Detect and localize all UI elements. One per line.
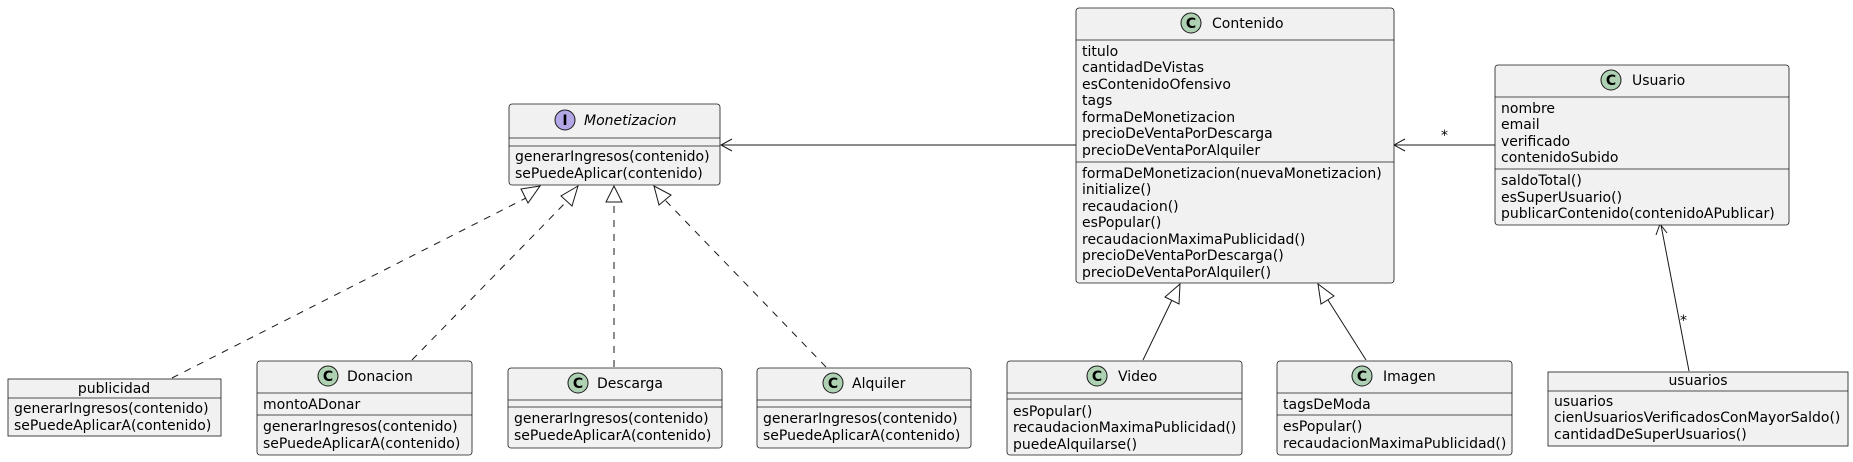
class-badge-icon: [567, 372, 589, 394]
attribute: precioDeVentaPorAlquiler: [1082, 143, 1260, 159]
class-title: Donacion: [347, 369, 413, 385]
multiplicity-usuario-contenido: *: [1441, 128, 1448, 144]
class-title: Usuario: [1632, 73, 1685, 89]
stereotype-label: C: [1186, 16, 1196, 32]
stereotype-label: C: [323, 369, 333, 385]
stereotype-label: C: [573, 376, 583, 392]
class-badge-icon: [1351, 365, 1373, 387]
class-badge-icon: [1600, 69, 1622, 91]
method: sePuedeAplicar(contenido): [515, 166, 703, 182]
method: cantidadDeSuperUsuarios(): [1554, 427, 1747, 443]
attribute: precioDeVentaPorDescarga: [1082, 126, 1273, 142]
method: sePuedeAplicarA(contenido): [514, 428, 711, 444]
method: recaudacionMaximaPublicidad(): [1013, 420, 1236, 436]
method: cienUsuariosVerificadosConMayorSaldo(): [1554, 410, 1840, 426]
method: precioDeVentaPorAlquiler(): [1082, 265, 1271, 281]
stereotype-label: C: [1357, 369, 1367, 385]
interface-badge-icon: [554, 109, 576, 131]
stereotype-label: C: [1606, 73, 1616, 89]
attribute: nombre: [1501, 101, 1555, 117]
generalization-imagen: [1317, 282, 1367, 361]
multiplicity-usuarios-usuario: *: [1680, 313, 1687, 329]
method: precioDeVentaPorDescarga(): [1082, 248, 1284, 264]
class-title: Imagen: [1383, 369, 1436, 385]
attribute: contenidoSubido: [1501, 150, 1618, 166]
attribute: esContenidoOfensivo: [1082, 77, 1231, 93]
class-alquiler[interactable]: C Alquiler generarIngresos(contenido) se…: [756, 367, 972, 449]
method: usuarios: [1554, 394, 1613, 410]
class-title: Video: [1118, 369, 1157, 385]
method: generarIngresos(contenido): [763, 411, 958, 427]
stereotype-label: I: [562, 113, 567, 129]
method: esPopular(): [1283, 419, 1362, 435]
method: generarIngresos(contenido): [14, 401, 209, 417]
object-usuarios[interactable]: usuarios usuarios cienUsuariosVerificado…: [1547, 371, 1849, 447]
class-badge-icon: [1086, 365, 1108, 387]
class-title: Contenido: [1212, 16, 1284, 32]
class-title: Monetizacion: [584, 113, 676, 129]
method: saldoTotal(): [1501, 173, 1582, 189]
class-contenido[interactable]: C Contenido titulo cantidadDeVistas esCo…: [1075, 7, 1395, 284]
method: sePuedeAplicarA(contenido): [263, 436, 460, 452]
object-title: publicidad: [78, 381, 150, 397]
class-title: Alquiler: [852, 376, 906, 392]
attribute: email: [1501, 117, 1540, 133]
class-title: Descarga: [597, 376, 663, 392]
realization-descarga: [605, 184, 623, 367]
method: sePuedeAplicarA(contenido): [763, 428, 960, 444]
generalization-video: [1142, 282, 1181, 361]
class-badge-icon: [822, 372, 844, 394]
class-video[interactable]: C Video esPopular() recaudacionMaximaPub…: [1006, 360, 1243, 456]
realization-donacion: [411, 184, 579, 361]
method: initialize(): [1082, 182, 1151, 198]
method: esSuperUsuario(): [1501, 190, 1622, 206]
method: generarIngresos(contenido): [514, 411, 709, 427]
stereotype-label: C: [828, 376, 838, 392]
attribute: cantidadDeVistas: [1082, 60, 1204, 76]
attribute: tagsDeModa: [1283, 397, 1371, 413]
stereotype-label: C: [1092, 369, 1102, 385]
realization-publicidad: [171, 185, 542, 379]
method: esPopular(): [1082, 215, 1161, 231]
method: generarIngresos(contenido): [515, 149, 710, 165]
class-donacion[interactable]: C Donacion montoADonar generarIngresos(c…: [256, 360, 473, 456]
attribute: formaDeMonetizacion: [1082, 110, 1235, 126]
class-imagen[interactable]: C Imagen tagsDeModa esPopular() recaudac…: [1276, 360, 1513, 456]
relation-usuarios-usuario: *: [1655, 222, 1690, 372]
attribute: titulo: [1082, 44, 1118, 60]
method: formaDeMonetizacion(nuevaMonetizacion): [1082, 166, 1382, 182]
class-badge-icon: [1180, 12, 1202, 34]
attribute: tags: [1082, 93, 1112, 109]
method: recaudacionMaximaPublicidad(): [1283, 436, 1506, 452]
method: recaudacionMaximaPublicidad(): [1082, 232, 1305, 248]
object-publicidad[interactable]: publicidad generarIngresos(contenido) se…: [7, 378, 222, 437]
class-usuario[interactable]: C Usuario nombre email verificado conten…: [1494, 64, 1790, 226]
class-monetizacion[interactable]: I Monetizacion generarIngresos(contenido…: [508, 103, 721, 186]
class-badge-icon: [317, 365, 339, 387]
relation-contenido-monetizacion: [719, 138, 1076, 152]
realization-alquiler: [653, 185, 827, 368]
method: recaudacion(): [1082, 199, 1179, 215]
class-descarga[interactable]: C Descarga generarIngresos(contenido) se…: [507, 367, 723, 449]
attribute: montoADonar: [263, 397, 361, 413]
method: esPopular(): [1013, 404, 1092, 420]
method: generarIngresos(contenido): [263, 419, 458, 435]
method: sePuedeAplicarA(contenido): [14, 418, 211, 434]
attribute: verificado: [1501, 134, 1570, 150]
relation-usuario-contenido: *: [1392, 128, 1495, 152]
object-title: usuarios: [1668, 373, 1727, 389]
method: publicarContenido(contenidoAPublicar): [1501, 206, 1775, 222]
method: puedeAlquilarse(): [1013, 437, 1137, 453]
